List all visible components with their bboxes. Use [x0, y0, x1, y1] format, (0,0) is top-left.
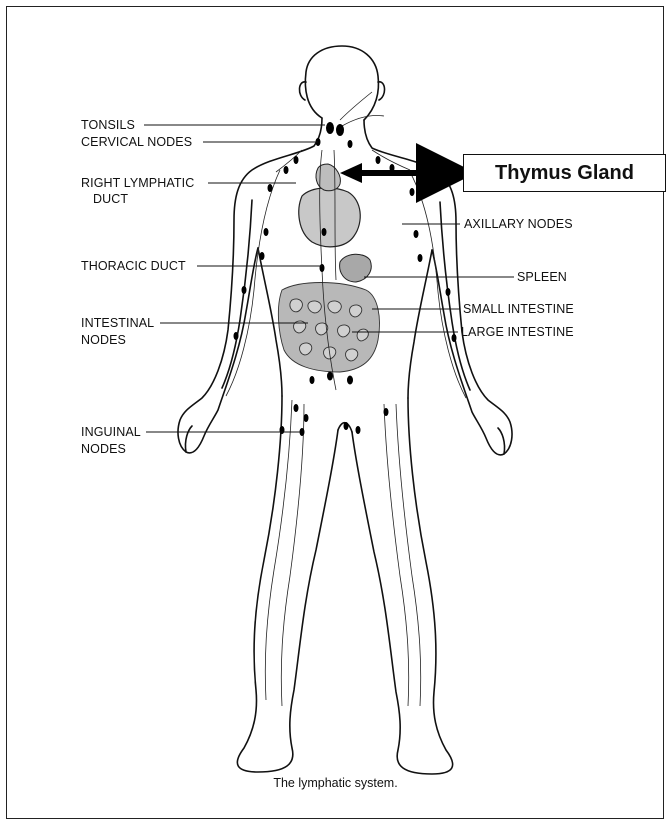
- label-axillary-nodes: AXILLARY NODES: [464, 217, 573, 232]
- lymph-nodes: [234, 122, 457, 436]
- heart: [299, 188, 360, 247]
- label-right-lymphatic-duct-line2: DUCT: [93, 192, 128, 207]
- label-spleen: SPLEEN: [517, 270, 567, 285]
- label-tonsils: TONSILS: [81, 118, 135, 133]
- label-small-intestine: SMALL INTESTINE: [463, 302, 574, 317]
- label-inguinal-nodes-line1: INGUINAL: [81, 425, 141, 440]
- intestines: [278, 283, 379, 373]
- label-thoracic-duct: THORACIC DUCT: [81, 259, 186, 274]
- label-large-intestine: LARGE INTESTINE: [461, 325, 574, 340]
- label-intestinal-nodes-line2: NODES: [81, 333, 126, 348]
- lymph-vessels: [226, 92, 466, 706]
- label-cervical-nodes: CERVICAL NODES: [81, 135, 192, 150]
- thymus-gland-callout: Thymus Gland: [463, 154, 666, 192]
- thymus-arrowhead: [340, 163, 362, 183]
- spleen: [340, 254, 372, 282]
- label-right-lymphatic-duct-line1: RIGHT LYMPHATIC: [81, 176, 194, 191]
- body-outline: [178, 46, 512, 774]
- label-inguinal-nodes-line2: NODES: [81, 442, 126, 457]
- figure-caption: The lymphatic system.: [0, 776, 671, 790]
- label-intestinal-nodes-line1: INTESTINAL: [81, 316, 154, 331]
